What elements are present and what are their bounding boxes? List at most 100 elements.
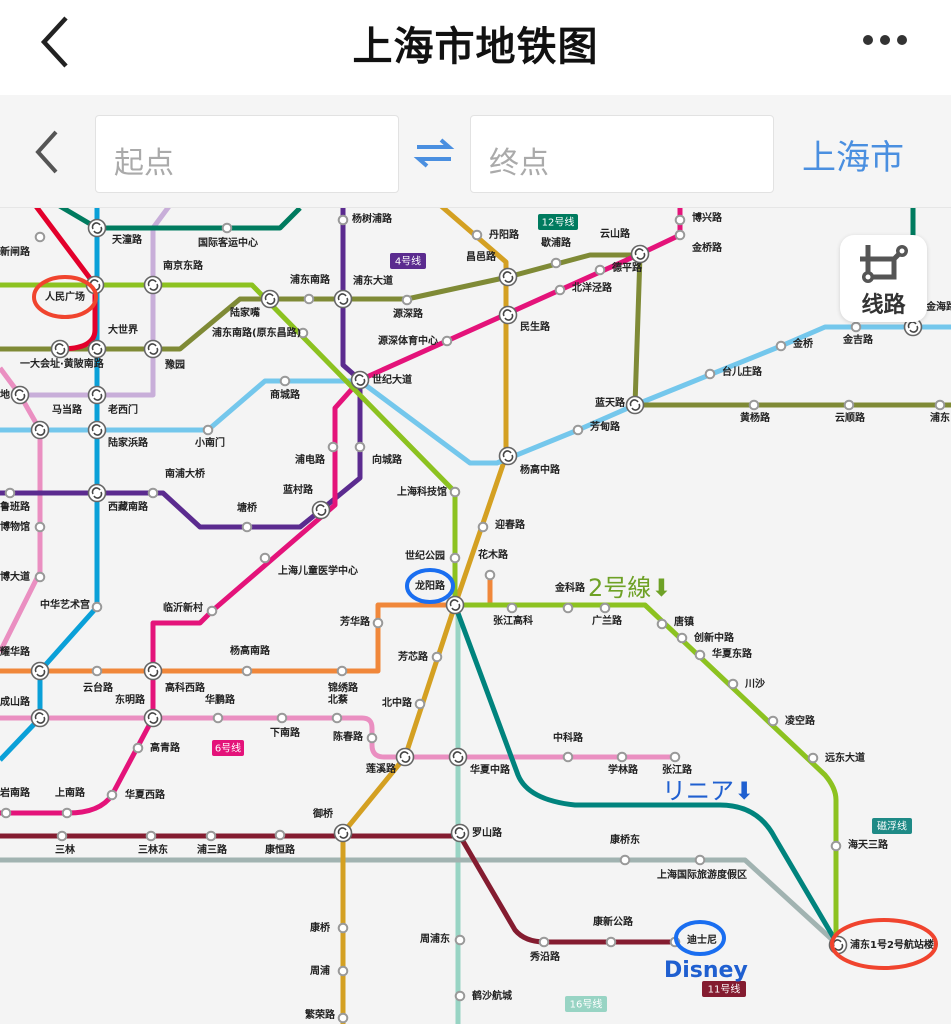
station-dot [572, 424, 584, 436]
chevron-left-icon[interactable] [30, 128, 64, 176]
metro-map[interactable]: 人民广场南京东路天潼路国际客运中心新闸路大世界一大会址·黄陂南路豫园陆家嘴浦东南… [0, 208, 951, 1024]
transfer-arrows-icon [454, 827, 466, 839]
interchange-icon [30, 420, 50, 440]
lines-button[interactable]: 线路 [840, 235, 927, 322]
station-label: 创新中路 [693, 631, 735, 644]
station-label: 德平路 [611, 261, 643, 274]
station: 上海儿童医学中心 [259, 552, 358, 577]
station: 学林路 [608, 751, 639, 776]
transfer-arrows-icon [502, 271, 514, 283]
station-dot [34, 521, 46, 533]
station-label: 云顺路 [835, 411, 866, 424]
station-dot [241, 665, 253, 677]
interchange-icon [395, 747, 415, 767]
swap-arrows-icon[interactable] [413, 135, 455, 171]
station-label: 蓝村路 [283, 483, 314, 496]
interchange-icon [143, 708, 163, 728]
station: 人民广场 [45, 275, 105, 303]
transfer-arrows-icon [54, 343, 66, 355]
station: 耀华路 [0, 645, 50, 681]
interchange-icon [311, 500, 331, 520]
station-dot [276, 712, 288, 724]
station-label: 马当路 [52, 403, 83, 416]
metro-line-l18 [340, 208, 509, 1024]
station-label: 源深体育中心 [378, 334, 438, 347]
station-dot [279, 375, 291, 387]
station-label: 莲溪路 [366, 762, 397, 775]
station-label: 周浦东 [420, 932, 450, 945]
station-dot [56, 830, 68, 842]
interchange-icon [498, 446, 518, 466]
transfer-arrows-icon [147, 279, 159, 291]
more-dots-icon[interactable] [860, 30, 910, 50]
start-input[interactable]: 起点 [95, 115, 399, 193]
station-label: 向城路 [372, 453, 403, 466]
station-dot [775, 340, 787, 352]
station: 海天三路 [830, 838, 889, 852]
station: 小南门 [194, 424, 225, 449]
station-dot [132, 742, 144, 754]
transfer-arrows-icon [91, 222, 103, 234]
station: 康桥东 [610, 833, 640, 866]
station-dot [830, 840, 842, 852]
station-dot [337, 965, 349, 977]
station: 莲溪路 [366, 747, 415, 775]
station-label: 中华艺术宫 [40, 598, 90, 611]
station: 创新中路 [676, 631, 735, 644]
station-label: 三林东 [138, 843, 168, 856]
station-label: 上海儿童医学中心 [278, 564, 358, 577]
station: 源深体育中心 [378, 334, 453, 347]
station: 康恒路 [265, 829, 296, 856]
station: 中华艺术宫 [40, 598, 103, 613]
transfer-arrows-icon [452, 751, 464, 763]
station: 迎春路 [477, 518, 526, 533]
station-dot [414, 698, 426, 710]
station-label: 杨树浦路 [352, 212, 393, 225]
station: 北中路 [382, 696, 426, 710]
station-dot [145, 830, 157, 842]
station: 周浦东 [420, 932, 466, 946]
station-label: 杨高南路 [230, 644, 271, 657]
transfer-arrows-icon [14, 389, 26, 401]
station-label: 高科西路 [165, 681, 206, 694]
city-selector[interactable]: 上海市 [802, 138, 904, 178]
station: 世纪大道 [350, 370, 412, 390]
station-dot [34, 231, 46, 243]
station: 东明路 [115, 693, 163, 728]
hand-drawn-circle [830, 918, 938, 970]
station: 老西门 [87, 385, 138, 416]
station-label: 华夏中路 [470, 763, 511, 776]
end-input[interactable]: 终点 [470, 115, 774, 193]
station: 地 [0, 385, 30, 405]
station-dot [934, 399, 946, 411]
interchange-icon [498, 305, 518, 325]
station-dot [337, 214, 349, 226]
station-label: 浦三路 [197, 843, 228, 856]
interchange-icon [260, 289, 280, 309]
station: 西藏南路 [87, 483, 149, 513]
station: 世纪公园 [405, 549, 461, 564]
transfer-arrows-icon [147, 665, 159, 677]
metro-line-airport [0, 857, 840, 947]
station: 三林东 [138, 830, 168, 856]
station: 金科路 [554, 581, 586, 614]
interchange-icon [143, 275, 163, 295]
station: 张江路 [662, 751, 693, 776]
station-label: 周浦 [310, 964, 330, 977]
station-dot [4, 487, 16, 499]
chevron-left-icon[interactable] [36, 14, 76, 70]
station-dot [147, 487, 159, 499]
transfer-arrows-icon [34, 424, 46, 436]
station-label: 下南路 [270, 726, 301, 739]
station-label: 民生路 [520, 320, 551, 333]
station: 芳华路 [340, 615, 384, 629]
station-dot [401, 294, 413, 306]
transfer-arrows-icon [354, 374, 366, 386]
metro-map-canvas[interactable]: 人民广场南京东路天潼路国际客运中心新闸路大世界一大会址·黄陂南路豫园陆家嘴浦东南… [0, 208, 951, 1024]
station-dot [241, 521, 253, 533]
station: 锦绣路 [328, 665, 359, 694]
line-badge-label: 4号线 [395, 255, 421, 268]
interchange-icon [450, 823, 470, 843]
station-label: 北中路 [382, 696, 413, 709]
station-label: 张江路 [662, 763, 693, 776]
